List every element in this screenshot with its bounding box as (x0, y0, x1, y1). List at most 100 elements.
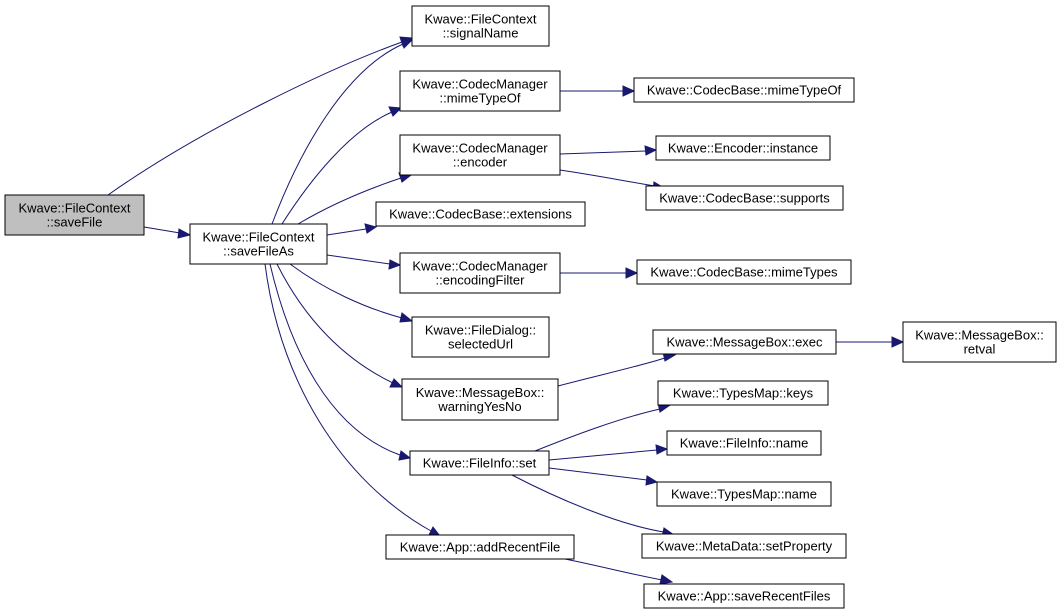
edge-line (564, 558, 663, 581)
arrowhead-icon (655, 444, 669, 455)
node-filecontext-savefile: Kwave::FileContext::saveFile (4, 194, 145, 236)
edge-line (559, 150, 647, 155)
call-nodes: Kwave::FileContext::saveFileKwave::FileC… (4, 5, 1057, 609)
arrowhead-icon (388, 106, 403, 117)
edge-line (297, 177, 402, 225)
arrowhead-icon (400, 38, 414, 49)
node-box (902, 321, 1057, 363)
arrowhead-icon (644, 145, 658, 156)
edge-line (326, 228, 367, 236)
node-label-line: ::encodingFilter (436, 273, 526, 288)
node-metadata-setproperty[interactable]: Kwave::MetaData::setProperty (641, 533, 847, 559)
edge-line (107, 41, 403, 196)
node-label-line: Kwave::App::addRecentFile (400, 540, 560, 555)
node-filecontext-signalname[interactable]: Kwave::FileContext::signalName (411, 5, 550, 47)
node-label-line: Kwave::CodecManager (412, 141, 548, 156)
node-label-line: Kwave::FileInfo::set (423, 456, 537, 471)
node-filedialog-selectedurl[interactable]: Kwave::FileDialog::selectedUrl (411, 316, 550, 358)
node-typesmap-name[interactable]: Kwave::TypesMap::name (656, 481, 832, 507)
call-edges (107, 36, 905, 585)
edge-warning-to-mb_exec (557, 351, 677, 387)
edge-line (548, 467, 648, 481)
node-codecbase-mimetypes[interactable]: Kwave::CodecBase::mimeTypes (636, 259, 852, 285)
node-box (399, 70, 561, 112)
edge-line (271, 43, 404, 225)
node-filecontext-savefileas[interactable]: Kwave::FileContext::saveFileAs (189, 223, 328, 265)
node-label-line: Kwave::MessageBox::exec (666, 335, 823, 350)
arrowhead-icon (891, 336, 905, 348)
edge-line (548, 449, 658, 461)
node-label-line: Kwave::TypesMap::name (671, 487, 817, 502)
node-label-line: Kwave::TypesMap::keys (673, 386, 814, 401)
node-box (655, 135, 831, 161)
node-box (375, 201, 586, 227)
edge-savefileas-to-cb_extensions (326, 223, 378, 236)
edge-line (559, 169, 656, 187)
node-app-addrecentfile[interactable]: Kwave::App::addRecentFile (385, 534, 575, 560)
node-label-line: ::saveFileAs (223, 244, 294, 259)
node-label-line: retval (964, 342, 996, 357)
node-codecbase-supports[interactable]: Kwave::CodecBase::supports (645, 185, 844, 211)
edge-line (289, 263, 403, 319)
node-box (656, 481, 832, 507)
arrowhead-icon (645, 475, 659, 486)
arrowhead-icon (625, 267, 639, 279)
arrowhead-icon (364, 223, 378, 234)
node-codecbase-mimetypeof[interactable]: Kwave::CodecBase::mimeTypeOf (633, 77, 855, 103)
edge-savefileas-to-warning (276, 263, 404, 388)
node-encoder-instance[interactable]: Kwave::Encoder::instance (655, 135, 831, 161)
node-label-line: Kwave::MessageBox:: (915, 328, 1044, 343)
edge-savefile-to-signalname (107, 36, 414, 196)
edge-savefileas-to-cm_mimetypeof (281, 106, 403, 225)
edge-line (276, 263, 394, 384)
node-box (189, 223, 328, 265)
node-label-line: Kwave::FileInfo::name (680, 436, 809, 451)
node-box (399, 134, 561, 176)
node-label-line: Kwave::FileDialog:: (425, 323, 536, 338)
node-box (411, 316, 550, 358)
node-app-saverecentfiles[interactable]: Kwave::App::saveRecentFiles (643, 583, 845, 609)
edge-savefileas-to-signalname (271, 38, 414, 225)
node-fileinfo-name[interactable]: Kwave::FileInfo::name (666, 430, 822, 456)
node-label-line: Kwave::CodecManager (412, 259, 548, 274)
node-label-line: Kwave::CodecBase::mimeTypes (650, 265, 838, 280)
node-label-line: Kwave::MetaData::setProperty (656, 539, 833, 554)
edge-savefileas-to-filedialog (289, 263, 414, 323)
node-label-line: Kwave::FileContext (203, 230, 315, 245)
node-label-line: Kwave::CodecBase::supports (659, 191, 830, 206)
node-label-line: Kwave::MessageBox:: (416, 385, 545, 400)
arrowhead-icon (622, 85, 636, 97)
edge-addrecent-to-saverecent (564, 558, 674, 585)
node-codecmanager-mimetypeof[interactable]: Kwave::CodecManager::mimeTypeOf (399, 70, 561, 112)
edge-cm_encodingfilter-to-cb_mimetypes (560, 267, 639, 279)
arrowhead-icon (659, 574, 674, 585)
node-codecbase-extensions[interactable]: Kwave::CodecBase::extensions (375, 201, 586, 227)
node-label-line: warningYesNo (437, 399, 521, 414)
node-typesmap-keys[interactable]: Kwave::TypesMap::keys (657, 380, 829, 406)
node-messagebox-retval[interactable]: Kwave::MessageBox::retval (902, 321, 1057, 363)
edge-line (143, 226, 181, 234)
edge-mb_exec-to-mb_retval (836, 336, 905, 348)
node-codecmanager-encodingfilter[interactable]: Kwave::CodecManager::encodingFilter (399, 252, 561, 294)
node-messagebox-warningyesno[interactable]: Kwave::MessageBox::warningYesNo (401, 378, 559, 421)
node-box (636, 259, 852, 285)
edge-fileinfo_set-to-tm_name (548, 467, 659, 486)
node-box (641, 533, 847, 559)
node-codecmanager-encoder[interactable]: Kwave::CodecManager::encoder (399, 134, 561, 176)
edge-line (264, 263, 432, 532)
node-box (409, 450, 550, 476)
node-fileinfo-set[interactable]: Kwave::FileInfo::set (409, 450, 550, 476)
node-label-line: Kwave::CodecManager (412, 77, 548, 92)
edge-line (269, 263, 401, 456)
node-box (643, 583, 845, 609)
edge-savefile-to-savefileas (143, 226, 192, 239)
node-box (385, 534, 575, 560)
node-box (666, 430, 822, 456)
node-label-line: Kwave::CodecBase::extensions (389, 207, 572, 222)
node-label-line: ::mimeTypeOf (440, 91, 521, 106)
node-messagebox-exec[interactable]: Kwave::MessageBox::exec (652, 329, 837, 355)
node-label-line: ::signalName (443, 26, 519, 41)
edge-savefileas-to-fileinfo_set (269, 263, 412, 461)
node-label-line: Kwave::Encoder::instance (668, 141, 818, 156)
